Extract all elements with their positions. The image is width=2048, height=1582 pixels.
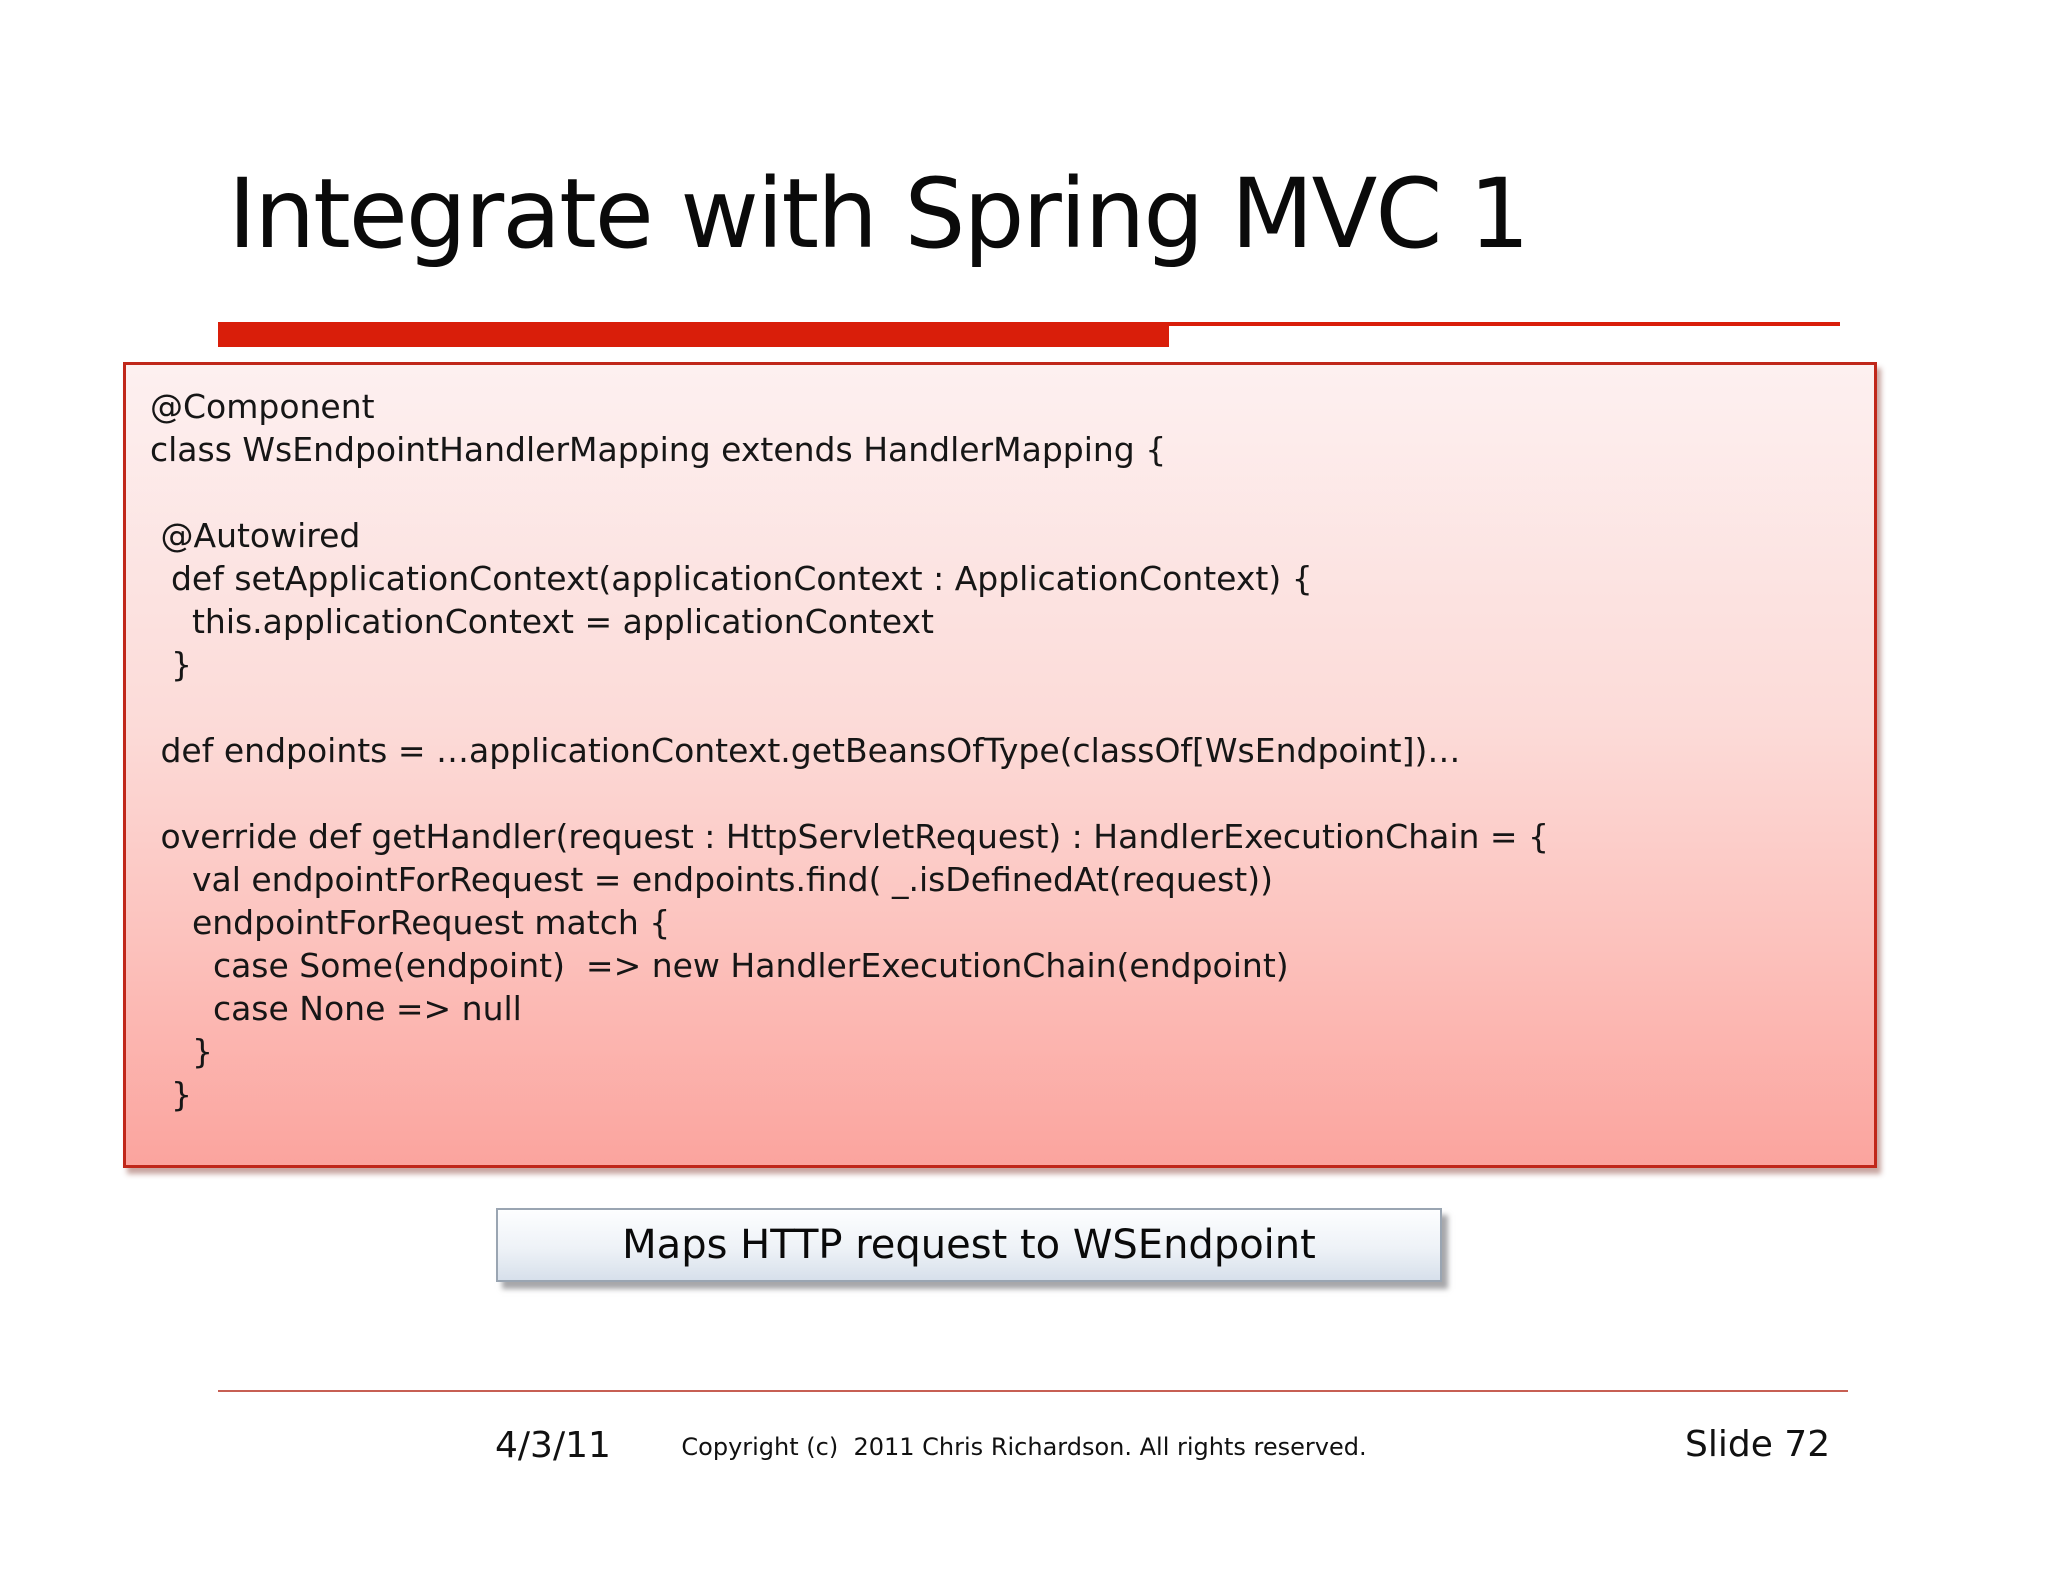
callout-label: Maps HTTP request to WSEndpoint <box>622 1222 1316 1268</box>
slide-title: Integrate with Spring MVC 1 <box>228 158 1530 270</box>
code-panel: @Component class WsEndpointHandlerMappin… <box>123 362 1877 1168</box>
footer-copyright: Copyright (c) 2011 Chris Richardson. All… <box>681 1433 1367 1461</box>
title-underline-red-bar <box>218 322 1169 347</box>
footer-divider-line <box>218 1390 1848 1392</box>
code-text: @Component class WsEndpointHandlerMappin… <box>150 387 1550 1114</box>
callout-box: Maps HTTP request to WSEndpoint <box>496 1208 1442 1282</box>
footer-date: 4/3/11 <box>495 1425 611 1466</box>
footer-slide-number: Slide 72 <box>1685 1424 1831 1465</box>
